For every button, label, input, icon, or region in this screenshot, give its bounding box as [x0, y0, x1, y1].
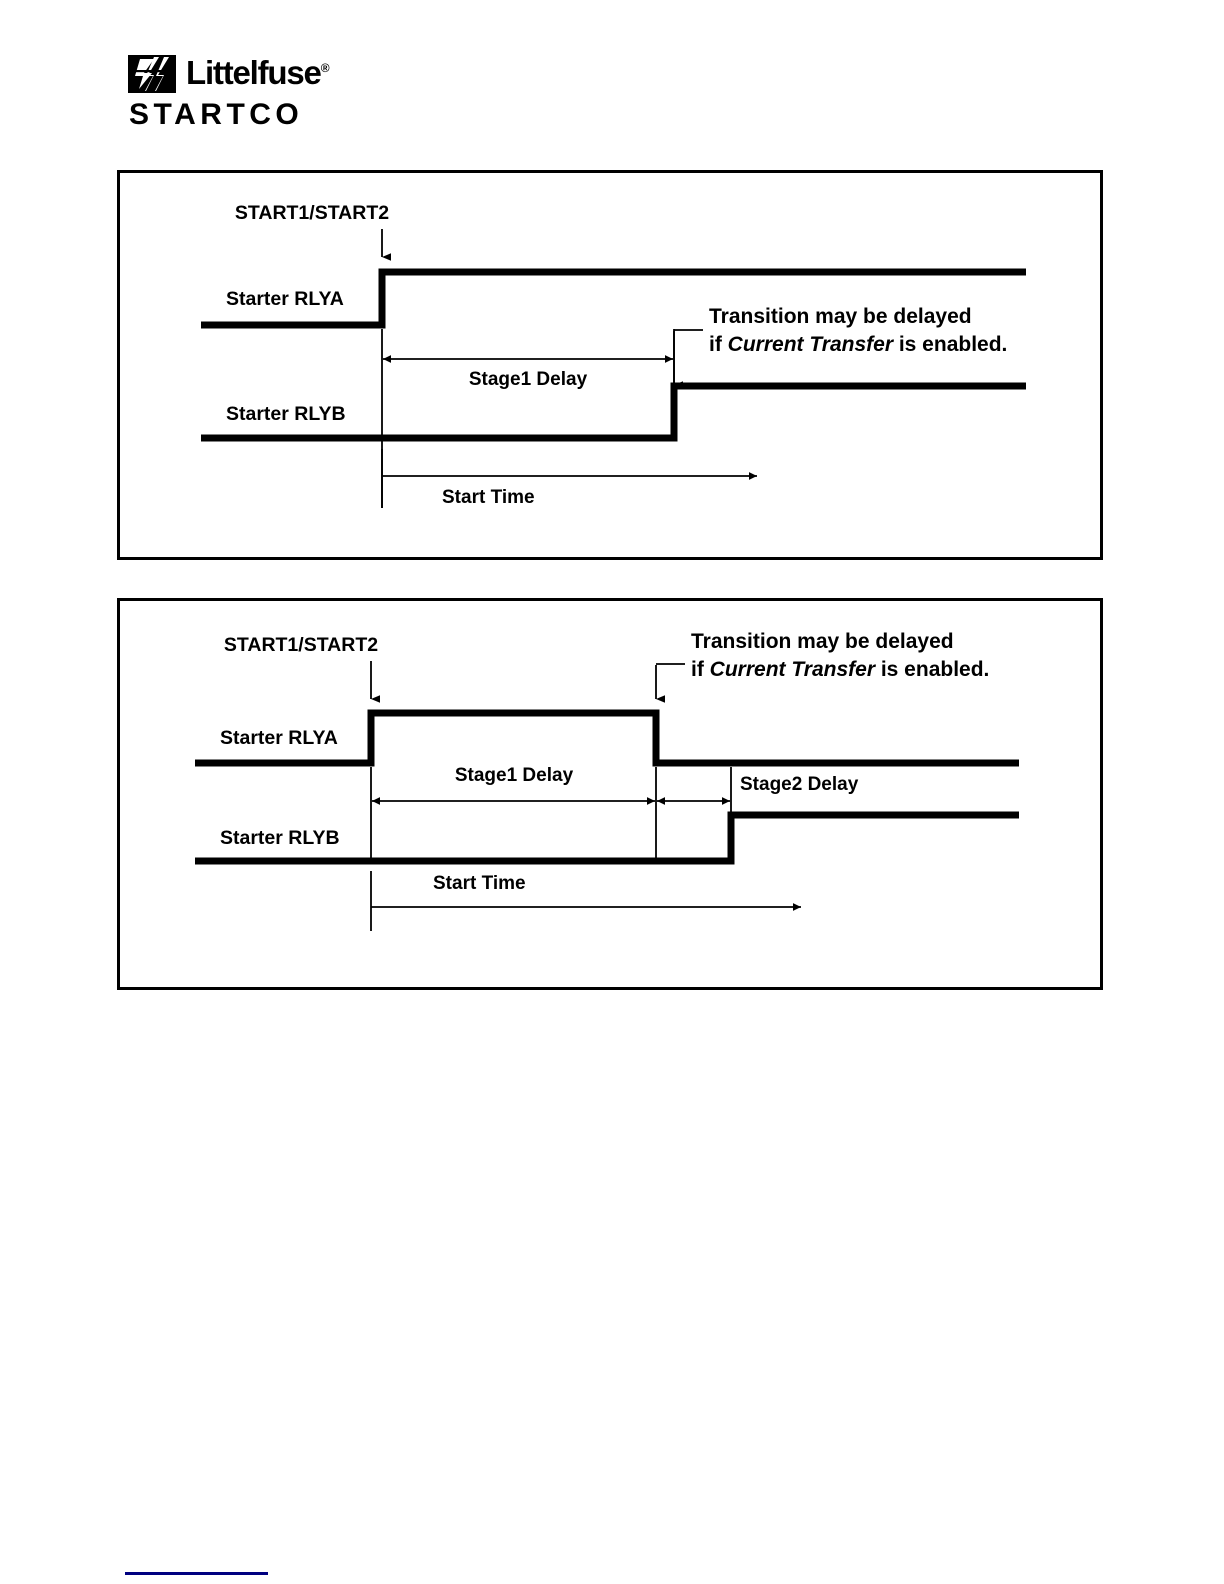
callout-note-suffix: is enabled. [875, 658, 989, 681]
stage1-delay-label: Stage1 Delay [469, 369, 588, 390]
callout-note-line-1: Transition may be delayed [691, 630, 954, 653]
signal-label-rlya: Starter RLYA [226, 288, 344, 310]
footer-divider-rule [125, 1572, 268, 1575]
callout-note-prefix: if [709, 333, 728, 356]
callout-note-emphasis: Current Transfer [710, 658, 877, 681]
brand-wordmark-text: Littelfuse [186, 54, 322, 91]
stage1-delay-label: Stage1 Delay [455, 765, 574, 786]
littelfuse-lightning-bolt-mark [128, 55, 176, 93]
brand-sub-wordmark: STARTCO [129, 98, 304, 131]
registered-trademark-symbol: ® [320, 61, 330, 75]
callout-note-emphasis: Current Transfer [728, 333, 895, 356]
signal-label-rlya: Starter RLYA [220, 727, 338, 749]
signal-label-rlyb: Starter RLYB [220, 827, 340, 849]
timing-diagram-figure-2: START1/START2 Transition may be delayed … [117, 598, 1103, 990]
figure-1-canvas: START1/START2 Starter RLYA Stage1 Delay … [201, 202, 1026, 508]
start-time-label: Start Time [433, 873, 526, 894]
callout-note-line-1: Transition may be delayed [709, 305, 972, 328]
trigger-label-start1-start2: START1/START2 [224, 634, 378, 656]
callout-note-suffix: is enabled. [893, 333, 1007, 356]
signal-label-rlyb: Starter RLYB [226, 403, 346, 425]
figure-2-canvas: START1/START2 Transition may be delayed … [195, 630, 1019, 931]
timing-diagram-figure-1: START1/START2 Starter RLYA Stage1 Delay … [117, 170, 1103, 560]
brand-logo: Littelfuse® STARTCO [128, 55, 428, 135]
callout-note-line-2: if Current Transfer is enabled. [709, 333, 1007, 356]
trigger-label-start1-start2: START1/START2 [235, 202, 389, 224]
waveform-rlya [195, 709, 1019, 767]
callout-note-line-2: if Current Transfer is enabled. [691, 658, 989, 681]
waveform-rlyb [201, 382, 1026, 442]
brand-wordmark: Littelfuse® [186, 54, 330, 91]
waveform-rlyb [195, 811, 1019, 865]
waveform-rlya [201, 268, 1026, 329]
callout-note-prefix: if [691, 658, 710, 681]
start-time-label: Start Time [442, 487, 535, 508]
stage2-delay-label: Stage2 Delay [740, 774, 859, 795]
